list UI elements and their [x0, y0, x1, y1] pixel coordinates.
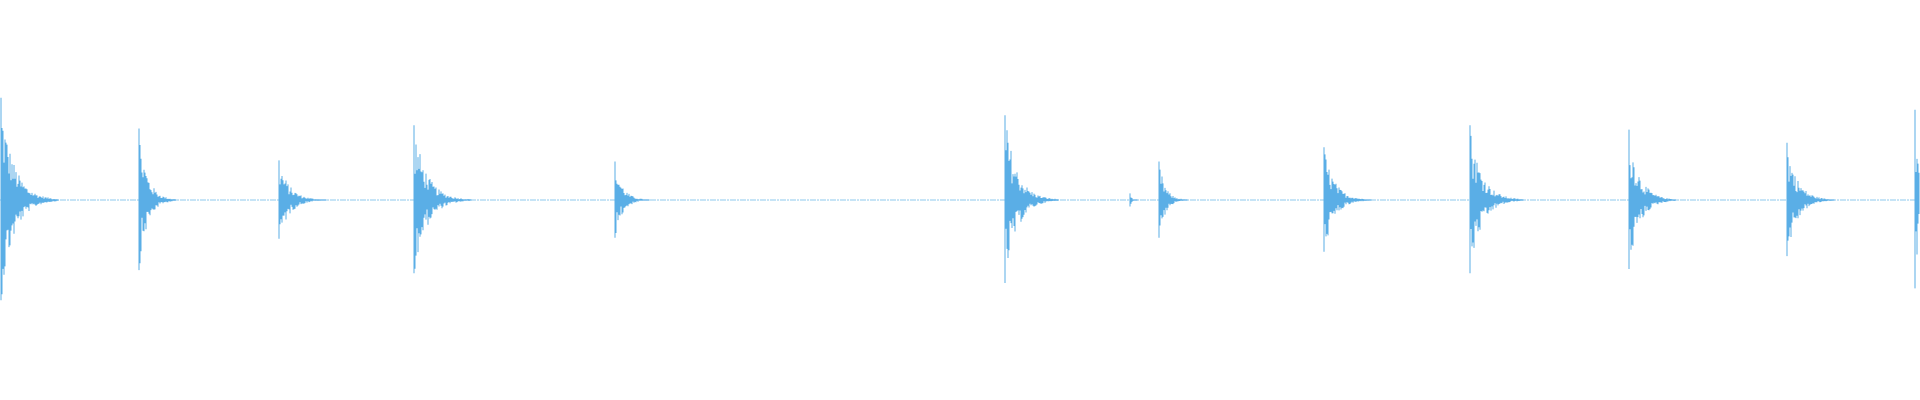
waveform-transient-path [1158, 161, 1188, 238]
waveform-transient-path [138, 128, 177, 271]
waveform-transient [1323, 147, 1372, 252]
waveform-transient [1158, 161, 1188, 238]
waveform-transient [413, 125, 472, 274]
waveform-transient [0, 97, 59, 301]
waveform-transient-path [1323, 147, 1372, 252]
waveform-transient-path [1628, 129, 1677, 269]
waveform-transient [1914, 109, 1920, 289]
waveform-transient-path [278, 160, 327, 239]
waveform-transient-path [1469, 125, 1524, 274]
waveform-transient [278, 160, 327, 239]
waveform-transient-path [614, 161, 650, 238]
waveform-transient-path [0, 97, 59, 301]
waveform-transient [614, 161, 650, 238]
waveform-transient-path [413, 125, 472, 274]
waveform-transients [0, 97, 1920, 301]
waveform-transient-path [1786, 142, 1835, 257]
waveform-transient-path [1914, 109, 1920, 289]
waveform-transient [138, 128, 177, 271]
waveform-transient [1628, 129, 1677, 269]
waveform-transient-path [1129, 193, 1138, 207]
waveform-transient-path [1004, 115, 1059, 283]
waveform-transient [1469, 125, 1524, 274]
waveform-transient [1129, 193, 1138, 207]
waveform-transient [1786, 142, 1835, 257]
waveform-transient [1004, 115, 1059, 283]
